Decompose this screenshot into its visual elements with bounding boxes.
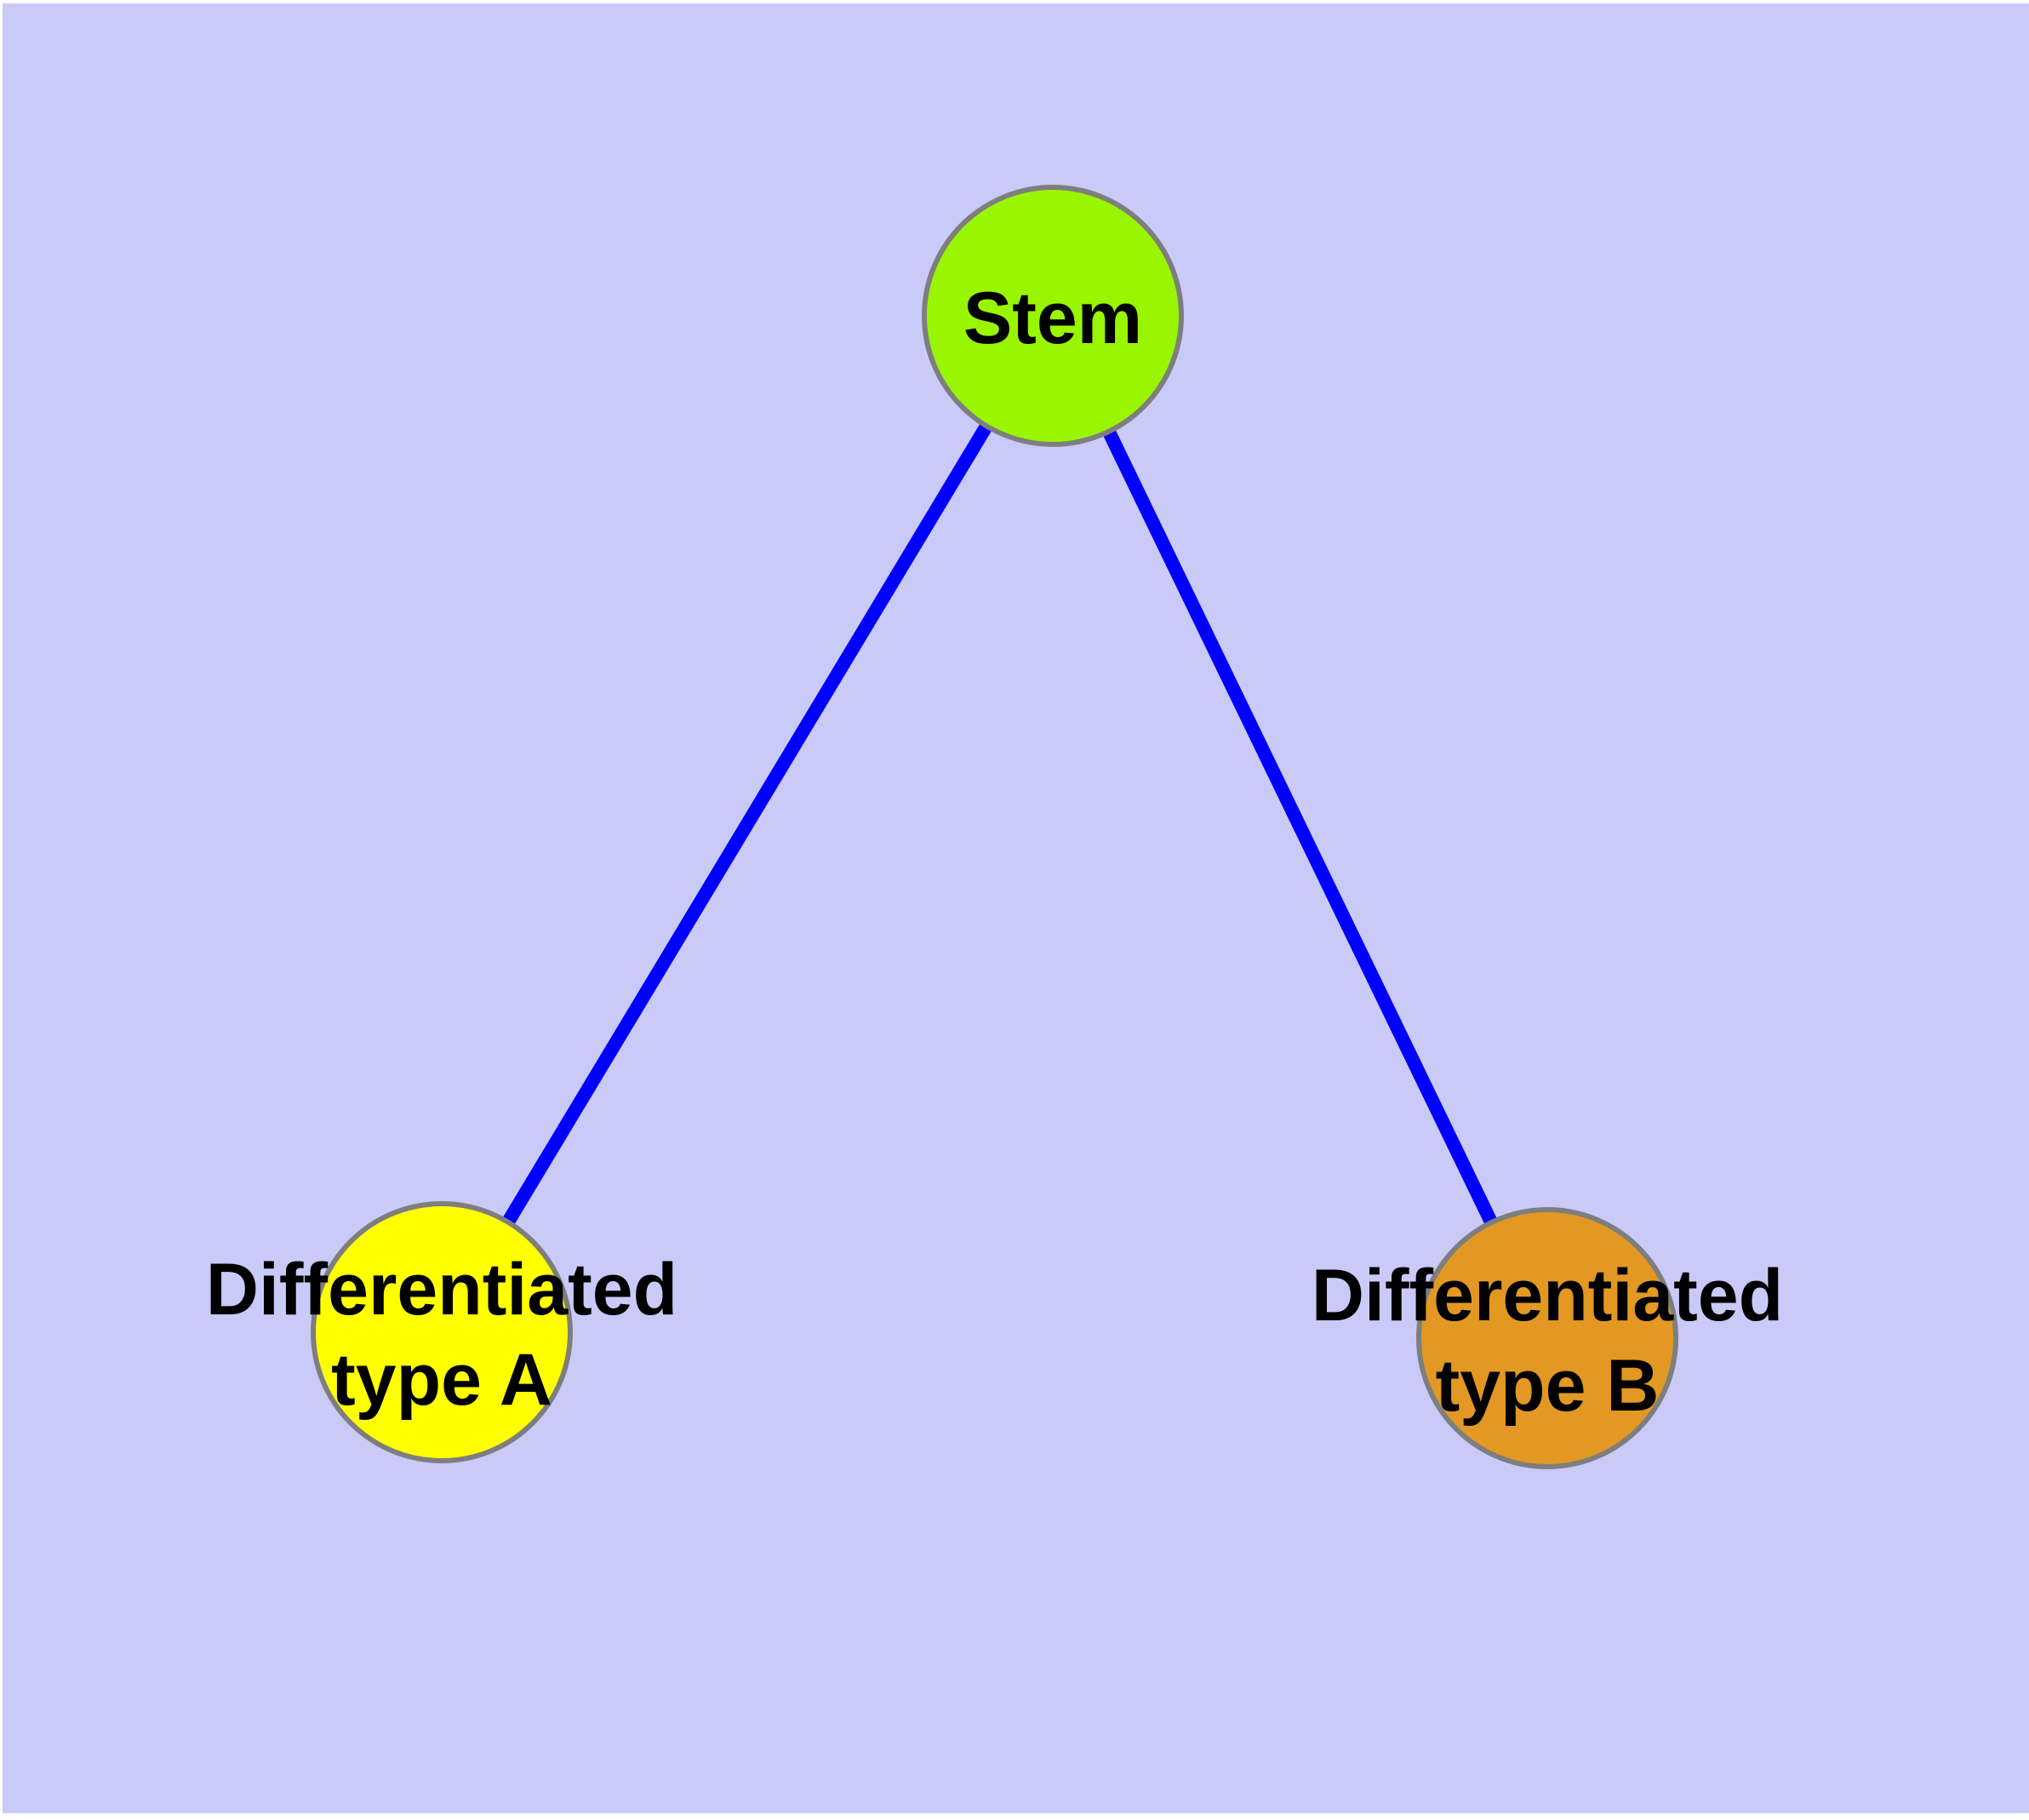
node-layer: [311, 185, 1678, 1469]
label-differentiated-type-a-line2: type A: [331, 1339, 552, 1421]
label-differentiated-type-b-line2: type B: [1436, 1345, 1660, 1427]
label-differentiated-type-b-line1: Differentiated: [1312, 1255, 1783, 1336]
label-differentiated-type-a-line1: Differentiated: [206, 1249, 677, 1331]
edge-layer: [436, 312, 1554, 1342]
label-stem: Stem: [963, 278, 1142, 359]
node-differentiated-type-b: [1416, 1207, 1678, 1469]
node-differentiated-type-a: [311, 1201, 573, 1463]
node-stem: [922, 185, 1184, 447]
edge-stem-to-type-b: [1046, 312, 1554, 1342]
label-layer: Stem Differentiated type A Differentiate…: [206, 278, 1783, 1427]
edge-stem-to-type-a: [436, 312, 1059, 1336]
